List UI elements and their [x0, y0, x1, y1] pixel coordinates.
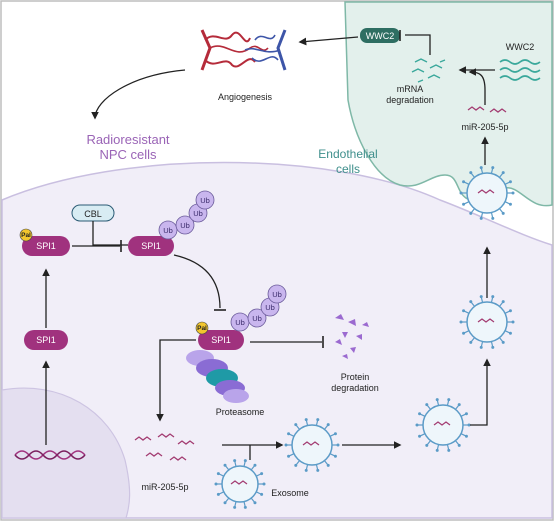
pa-badge-proteasome-label: Pal [197, 325, 207, 332]
proteasome-icon [186, 350, 249, 403]
arrow-mir-to-mrna [468, 68, 486, 105]
pa-badge-proteasome [195, 321, 209, 335]
exosome-group [214, 166, 515, 509]
ub-prot-4: Ub [272, 290, 282, 299]
arrow-spi1-to-mirna [156, 339, 196, 422]
ub-prot-2: Ub [252, 314, 262, 323]
npc-title-line2: NPC cells [99, 147, 157, 162]
endothelial-title-line1: Endothelial [318, 147, 377, 161]
ub-prot-3: Ub [265, 303, 275, 312]
spi1-pal-left [22, 236, 70, 256]
spi1-proteasome-label: SPI1 [211, 335, 231, 345]
wwc2-mrna-label: WWC2 [506, 42, 535, 52]
spi1-ub-mid [128, 236, 174, 256]
angiogenesis-vessels-icon [200, 29, 287, 71]
protein-degradation-line1: Protein [341, 372, 370, 382]
exosome-vesicle [459, 166, 515, 220]
exosome-label: Exosome [271, 488, 309, 498]
inhibit-line-ub-to-proteasome [173, 254, 221, 309]
angiogenesis-label: Angiogenesis [218, 92, 273, 102]
ub-mid-4: Ub [200, 196, 210, 205]
spi1-ub-mid-label: SPI1 [141, 241, 161, 251]
protein-fragments-icon [335, 314, 369, 359]
ub-mid-2: Ub [180, 221, 190, 230]
proteasome-label: Proteasome [216, 407, 265, 417]
mir-endothelial-label: miR-205-5p [461, 122, 508, 132]
ub-prot-1: Ub [235, 318, 245, 327]
arrow-exosome-up-1 [470, 358, 491, 426]
mrna-fragments-icon [411, 58, 446, 83]
ub-mid-1: Ub [163, 226, 173, 235]
cbl-line [92, 221, 128, 246]
npc-title-line1: Radioresistant [86, 132, 169, 147]
wwc2-box [360, 28, 400, 43]
exosome-vesicle [415, 398, 471, 452]
arrow-wwc2-to-angio [298, 36, 359, 46]
mirna-cell-icon [134, 433, 195, 461]
pa-badge-left [19, 228, 33, 242]
spi1-plain [24, 330, 68, 350]
spi1-pal-left-label: SPI1 [36, 241, 56, 251]
dna-helix-icon [14, 450, 86, 460]
arrow-angio-to-npc [91, 69, 186, 120]
endothelial-cell-body [344, 1, 553, 207]
spi1-plain-label: SPI1 [36, 335, 56, 345]
ub-mid-3: Ub [193, 209, 203, 218]
endothelial-title-line2: cells [336, 162, 360, 176]
ub-chain-mid [158, 190, 215, 240]
exosome-vesicle [284, 418, 340, 472]
exosome-vesicle [214, 459, 266, 509]
mir-cell-label: miR-205-5p [141, 482, 188, 492]
ub-chain-proteasome [230, 284, 287, 332]
mirna-endothelial-icon [467, 106, 507, 113]
cbl-label: CBL [84, 209, 102, 219]
wwc2-box-label: WWC2 [366, 31, 395, 41]
protein-degradation-line2: degradation [331, 383, 379, 393]
inhibit-line-mrna-to-wwc2 [405, 34, 431, 55]
wwc2-mrna-strands-icon [499, 59, 541, 81]
mrna-degradation-line2: degradation [386, 95, 434, 105]
pa-badge-left-label: Pal [21, 232, 31, 239]
spi1-proteasome [198, 330, 244, 350]
exosome-vesicle [459, 295, 515, 349]
mrna-degradation-line1: mRNA [397, 84, 424, 94]
